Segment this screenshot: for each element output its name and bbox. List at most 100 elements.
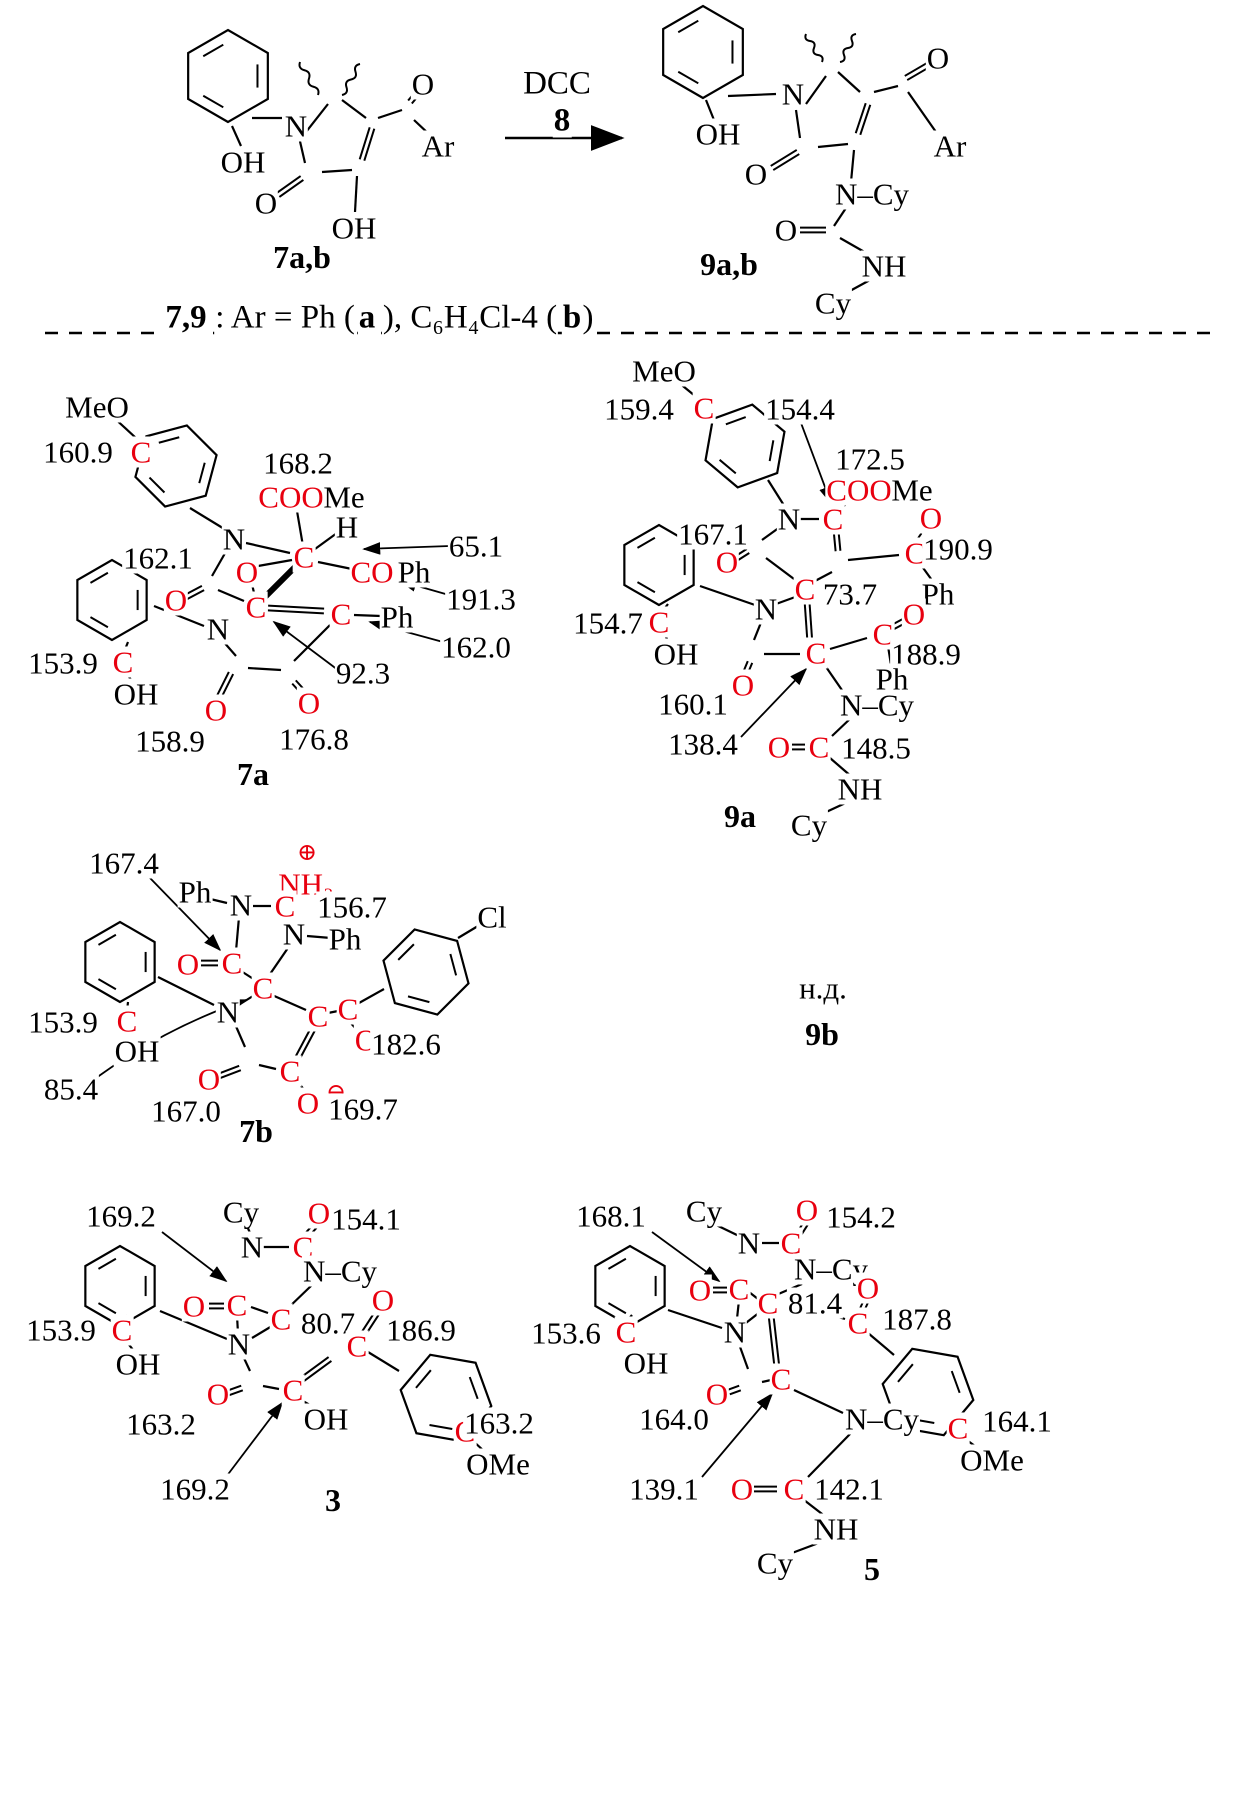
atom-label: O <box>901 596 927 632</box>
atom-label: C <box>782 1471 806 1507</box>
atom-label: N <box>753 591 779 627</box>
nmr-shift-value: 162.0 <box>440 629 512 665</box>
nmr-shift-value: 187.8 <box>881 1301 953 1337</box>
atom-label: OH <box>652 636 700 672</box>
atom-label: O <box>855 1270 881 1306</box>
atom-label: C <box>846 1305 870 1341</box>
atom-label: O <box>370 1282 396 1318</box>
nmr-shift-value: 154.4 <box>764 391 836 427</box>
atom-label: N <box>780 76 806 112</box>
substituent-label: Ph <box>920 576 956 612</box>
atom-label: O <box>773 212 799 248</box>
atom-label: O <box>925 40 951 76</box>
substituent-label: Cy <box>755 1545 795 1581</box>
atom-label: NH <box>860 248 908 284</box>
atom-label: OH <box>622 1345 670 1381</box>
nmr-shift-value: 167.1 <box>677 516 749 552</box>
substituent-label: Ar <box>932 128 968 164</box>
nmr-shift-value: 81.4 <box>786 1285 844 1321</box>
atom-label: C <box>129 434 153 470</box>
charge-icon: ⊕ <box>295 840 319 866</box>
atom-label: N <box>226 1326 252 1362</box>
atom-label: C <box>306 998 330 1034</box>
substituent-label: N–Cy <box>833 176 911 212</box>
atom-label: O <box>729 1471 755 1507</box>
nmr-shift-value: 65.1 <box>447 528 505 564</box>
atom-label: OH <box>302 1401 350 1437</box>
atom-label: N <box>722 1314 748 1350</box>
atom-label: C <box>244 589 268 625</box>
atom-label: C <box>291 1229 315 1265</box>
nmr-shift-value: 169.7 <box>327 1091 399 1127</box>
compound-label: 7a <box>236 756 270 792</box>
atom-label: N <box>776 501 802 537</box>
substituent-label: CO <box>349 554 395 590</box>
substituent-label: Ph <box>396 554 432 590</box>
nmr-shift-value: 167.0 <box>150 1093 222 1129</box>
atom-label: OH <box>219 144 267 180</box>
nmr-shift-value: 159.4 <box>603 391 675 427</box>
nmr-shift-value: 160.1 <box>657 686 729 722</box>
atom-label: C <box>269 1301 293 1337</box>
substituent-label: Ph <box>327 921 363 957</box>
atom-label: OH <box>694 116 742 152</box>
nmr-shift-value: 182.6 <box>370 1026 442 1062</box>
atom-label: O <box>203 692 229 728</box>
compound-label: 3 <box>324 1482 342 1518</box>
atom-label: NH <box>836 771 884 807</box>
nmr-shift-value: 139.1 <box>628 1471 700 1507</box>
atom-label: C <box>329 596 353 632</box>
atom-label: N <box>283 108 309 144</box>
nmr-shift-value: 164.1 <box>981 1403 1053 1439</box>
compound-label: 5 <box>863 1551 881 1587</box>
atom-label: C <box>345 1328 369 1364</box>
nmr-shift-value: 163.2 <box>125 1406 197 1442</box>
atom-label: C <box>779 1225 803 1261</box>
substituent-label: COO <box>257 479 325 515</box>
atom-label: C <box>220 945 244 981</box>
compound-label: 7a,b <box>272 239 332 275</box>
atom-label: O <box>794 1192 820 1228</box>
atom-label: OH <box>112 676 160 712</box>
atom-label: N <box>281 916 307 952</box>
atom-label: C <box>614 1314 638 1350</box>
compound-label: 9b <box>804 1016 840 1052</box>
compound-label: 7b <box>238 1113 274 1149</box>
nmr-shift-value: 168.1 <box>575 1198 647 1234</box>
assignment-arrows <box>95 422 832 1478</box>
substituent-label: OMe <box>959 1442 1025 1478</box>
substituent-label: N–Cy <box>843 1401 921 1437</box>
nmr-shift-value: 153.6 <box>530 1315 602 1351</box>
substituent-label: Cy <box>684 1193 724 1229</box>
substituent-label: MeO <box>631 353 697 389</box>
atom-label: O <box>175 946 201 982</box>
atom-label: O <box>296 685 322 721</box>
nmr-shift-value: 73.7 <box>821 576 879 612</box>
nmr-shift-value: 169.2 <box>85 1198 157 1234</box>
scheme-caption: : Ar = Ph ( <box>214 299 356 336</box>
atom-label: C <box>273 888 297 924</box>
nmr-shift-value: 158.9 <box>134 723 206 759</box>
atom-label: Cl <box>476 899 508 935</box>
nmr-shift-value: 191.3 <box>445 581 517 617</box>
substituent-label: Ph <box>177 874 213 910</box>
atom-label: O <box>918 500 944 536</box>
atom-label: N <box>239 1229 265 1265</box>
atom-label: N <box>215 994 241 1030</box>
compound-label: 9a,b <box>699 246 759 282</box>
nmr-shift-value: 164.0 <box>638 1401 710 1437</box>
atom-label: C <box>281 1372 305 1408</box>
substituent-label: Me <box>890 472 934 508</box>
nmr-shift-value: 186.9 <box>385 1312 457 1348</box>
substituent-label: N–Cy <box>301 1253 379 1289</box>
nmr-shift-value: 160.9 <box>42 434 114 470</box>
nmr-shift-value: 92.3 <box>334 655 392 691</box>
nmr-shift-value: 153.9 <box>27 645 99 681</box>
substituent-label: MeO <box>64 389 130 425</box>
atom-label: C <box>292 539 316 575</box>
substituent-label: Ph <box>379 599 415 635</box>
atom-label: O <box>196 1061 222 1097</box>
nmr-shift-value: 190.9 <box>922 531 994 567</box>
